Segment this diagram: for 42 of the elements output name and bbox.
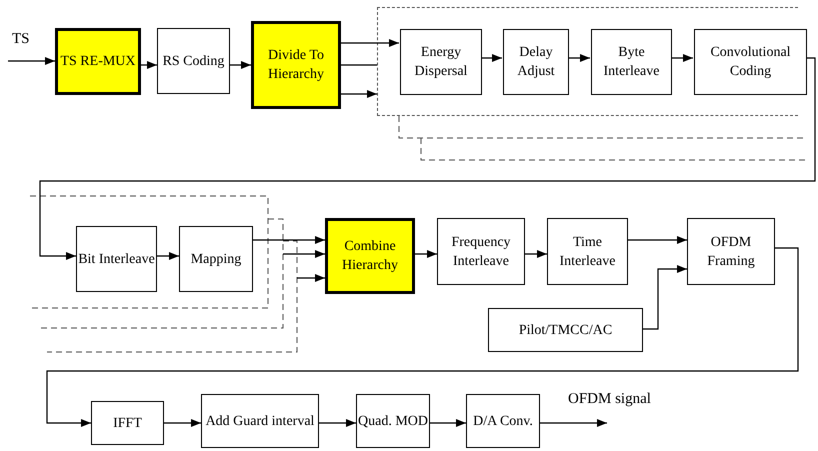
highlighted-process-box: Divide To Hierarchy (251, 21, 341, 109)
arrow (283, 250, 325, 258)
arrow (164, 419, 201, 427)
arrow (39, 57, 816, 260)
highlighted-process-box: Combine Hierarchy (325, 218, 415, 294)
process-box: Bit Interleave (76, 226, 157, 292)
arrow (341, 39, 399, 47)
process-box: Add Guard interval (201, 394, 319, 448)
process-box: Mapping (179, 226, 253, 292)
process-box: Pilot/TMCC/AC (488, 308, 643, 352)
arrow (141, 61, 157, 69)
arrow (297, 274, 325, 282)
process-box: RS Coding (157, 28, 230, 94)
arrow (643, 265, 687, 330)
arrow (568, 54, 590, 62)
process-box: Delay Adjust (503, 29, 569, 95)
arrow (430, 419, 466, 427)
process-box: Time Interleave (547, 218, 628, 285)
process-box: Energy Dispersal (400, 29, 482, 95)
process-box: OFDM Framing (687, 218, 775, 285)
arrow (628, 236, 687, 244)
process-box: Frequency Interleave (437, 218, 525, 285)
arrow (671, 54, 693, 62)
arrow (481, 54, 502, 62)
arrow (46, 247, 799, 427)
arrow (319, 419, 356, 427)
highlighted-process-box: TS RE-MUX (55, 28, 141, 95)
process-box: Quad. MOD (356, 394, 430, 448)
process-box: Convolutional Coding (694, 29, 807, 95)
process-box: IFFT (91, 401, 164, 445)
arrow (341, 90, 377, 98)
arrow (415, 250, 437, 258)
process-box: Byte Interleave (591, 29, 672, 95)
process-box: D/A Conv. (466, 394, 540, 448)
arrow (157, 252, 179, 260)
arrow (525, 250, 547, 258)
edge-label: TS (12, 30, 30, 48)
arrow (540, 419, 607, 427)
arrow (230, 61, 251, 69)
arrow (8, 57, 55, 65)
edge-label: OFDM signal (568, 390, 651, 408)
arrow (253, 236, 325, 244)
